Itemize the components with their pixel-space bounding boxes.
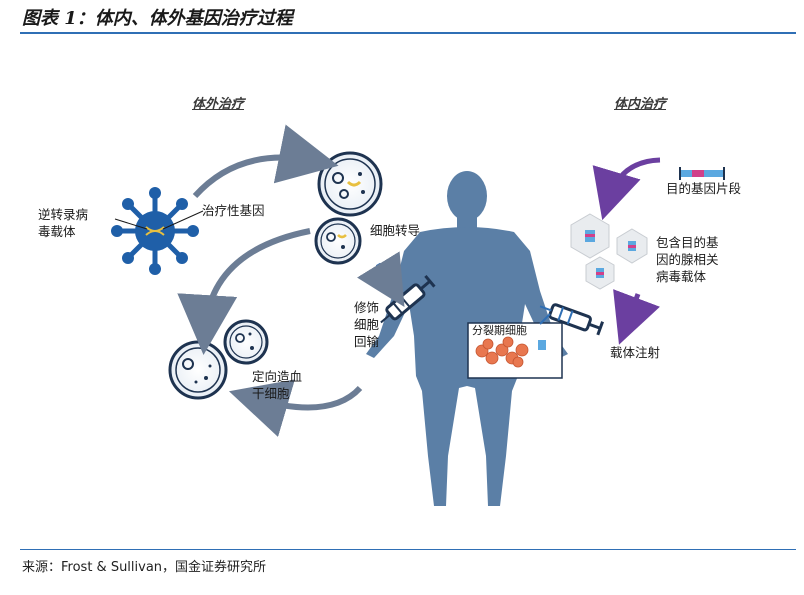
aav-capsid-3	[585, 256, 615, 290]
dividing-cells-inset	[467, 313, 563, 379]
source-rule	[20, 549, 796, 550]
figure-source: 来源：Frost & Sullivan，国金证券研究所	[22, 560, 267, 575]
diagram-canvas	[111, 124, 725, 506]
petri-dish-top	[317, 151, 383, 217]
label-hsc: 定向造血 干细胞	[252, 369, 303, 401]
figure-title: 图表 1：体内、体外基因治疗过程	[22, 8, 293, 29]
label-modified-cell-reinfusion: 修饰 细胞 回输	[354, 300, 380, 349]
label-therapeutic-gene: 治疗性基因	[202, 203, 265, 218]
arrow-aav-to-injection	[613, 289, 660, 345]
retrovirus-icon	[111, 187, 204, 275]
heading-in-vivo: 体内治疗	[614, 97, 667, 112]
aav-capsid-inset	[538, 340, 546, 350]
syringe-in-vivo-icon	[539, 303, 604, 336]
aav-capsid-2	[616, 228, 648, 264]
diagram-panel: 体外治疗 体内治疗 逆转录病 毒载体 治疗性基因 细胞转导 修饰 细胞 回输 定…	[20, 36, 796, 548]
label-vector-injection: 载体注射	[610, 345, 661, 360]
label-target-gene-fragment: 目的基因片段	[666, 181, 742, 196]
petri-dish-middle	[314, 217, 362, 265]
arrow-dish-to-stemcells	[177, 228, 311, 355]
arrow-virus-to-dish	[192, 124, 339, 199]
arrow-to-syringe-ex	[356, 251, 405, 308]
aav-capsid-1	[570, 213, 610, 259]
arrow-gene-to-aav	[592, 157, 661, 221]
label-aav-vector: 包含目的基 因的腺相关 病毒载体	[656, 235, 719, 284]
gene-fragment-icon	[679, 167, 725, 180]
label-dividing-cells: 分裂期细胞	[472, 324, 527, 337]
heading-ex-vivo: 体外治疗	[192, 97, 245, 112]
label-retrovirus-vector: 逆转录病 毒载体	[38, 207, 89, 239]
arrow-body-to-stemcells	[228, 379, 363, 437]
petri-dish-bottom-small	[223, 319, 269, 365]
label-cell-transduction: 细胞转导	[370, 223, 421, 238]
title-rule	[20, 32, 796, 34]
petri-dish-bottom-large	[168, 340, 228, 400]
